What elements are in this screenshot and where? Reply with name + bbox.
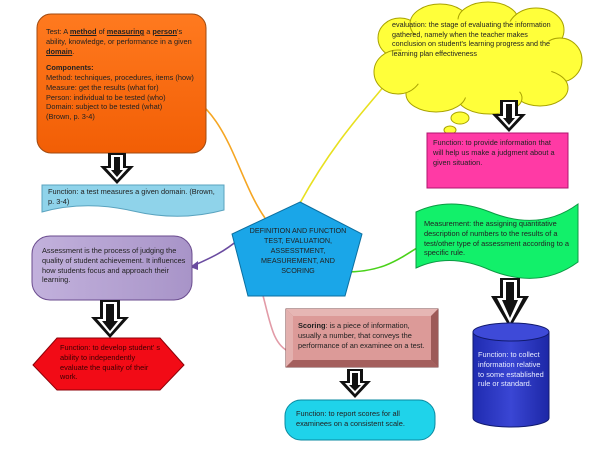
keyword-measuring: measuring (106, 27, 145, 36)
components-heading: Components: (46, 63, 94, 73)
test-function-banner (41, 184, 225, 217)
assessment-text: Assessment is the process of judging the… (42, 246, 186, 285)
keyword-person: person (152, 27, 178, 36)
evaluation-cloud (373, 1, 583, 115)
center-title: DEFINITION AND FUNCTION TEST, EVALUATION… (249, 226, 347, 275)
component-item: Domain: subject to be tested (what) (46, 102, 163, 112)
assessment-function-hexagon (32, 337, 185, 391)
keyword-domain: domain (46, 46, 73, 56)
center-pentagon (231, 201, 363, 297)
scoring-box (285, 308, 439, 368)
evaluation-function-text: Function: to provide information that wi… (433, 138, 555, 167)
measurement-text: Measurement: the assigning quantitative … (424, 219, 570, 258)
keyword-method: method (69, 27, 97, 36)
test-definition: Test: A method of measuring a person's a… (46, 27, 198, 122)
scoring-label: Scoring (298, 321, 326, 330)
measurement-function-cylinder (472, 322, 550, 428)
connector-assessment (194, 239, 239, 266)
component-item: Person: individual to be tested (who) (46, 92, 166, 102)
measurement-function-text: Function: to collect information relativ… (478, 350, 544, 389)
scoring-function-box (284, 399, 436, 441)
scoring-text: Scoring: is a piece of information, usua… (298, 321, 425, 350)
evaluation-text: evaluation: the stage of evaluating the … (392, 20, 551, 58)
connector-scoring (261, 291, 291, 353)
measurement-flag (415, 203, 579, 279)
evaluation-function-box (426, 132, 569, 189)
assessment-function-text: Function: to develop student' s ability … (60, 343, 161, 382)
component-item: Measure: get the results (what for) (46, 82, 159, 92)
connector-evaluation (299, 74, 393, 204)
component-item: Method: techniques, procedures, items (h… (46, 73, 194, 83)
connector-measurement (344, 245, 421, 273)
test-function-text: Function: a test measures a given domain… (48, 187, 215, 206)
scoring-function-text: Function: to report scores for all exami… (296, 409, 405, 428)
component-citation: (Brown, p. 3-4) (46, 112, 95, 122)
